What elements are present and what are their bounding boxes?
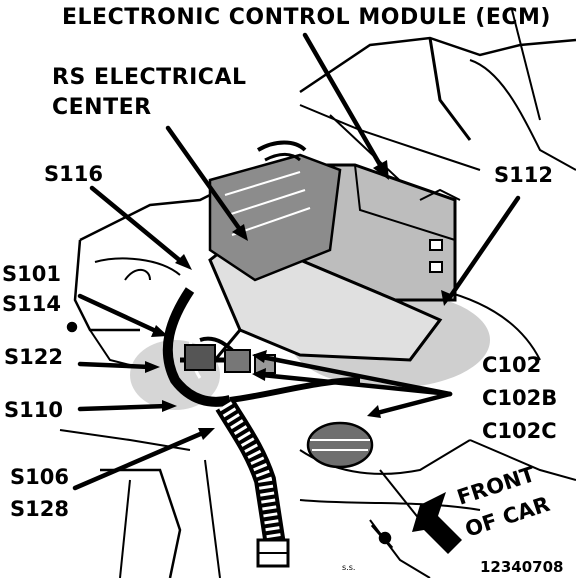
c102b-label: C102B [482,386,557,410]
ecm-label: ELECTRONIC CONTROL MODULE (ECM) [62,5,551,30]
corrugated-hose [215,399,290,568]
rs-electrical-center-label-line2: CENTER [52,95,152,120]
leader-arrows [72,32,521,491]
rs-electrical-center-label-line1: RS ELECTRICAL [52,65,247,90]
s128-label: S128 [10,497,69,521]
s114-label: S114 [2,292,61,316]
rs-electrical-center [208,140,342,282]
vehicle-illustration [59,9,576,578]
s122-label: S122 [4,345,63,369]
component-lower-right [66,321,394,549]
c102-label: C102 [482,353,541,377]
s106-label: S106 [10,465,69,489]
s110-label: S110 [4,398,63,422]
s112-label: S112 [494,163,553,187]
s101-label: S101 [2,262,61,286]
front-of-car-arrow [412,492,462,554]
figure-number: 12340708 [480,558,564,576]
s116-label: S116 [44,162,103,186]
leader-arrowheads [145,160,453,440]
c102c-label: C102C [482,419,557,443]
artist-mark: s.s. [342,563,355,572]
